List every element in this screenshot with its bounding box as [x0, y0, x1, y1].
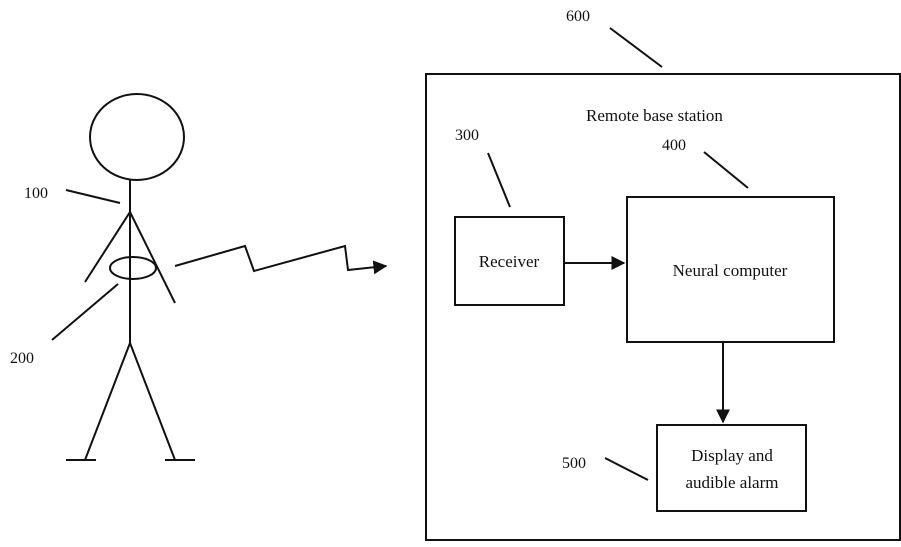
- receiver-box: [454, 216, 565, 306]
- display-alarm-label-line1: Display and: [691, 446, 773, 465]
- sensor-belt: [109, 256, 157, 280]
- leader-500: [604, 457, 649, 481]
- leader-400: [703, 151, 749, 189]
- leader-200: [51, 283, 119, 341]
- figure-left-leg: [84, 342, 131, 461]
- leader-100: [65, 189, 121, 204]
- figure-right-arm: [129, 211, 176, 304]
- stick-figure: [66, 93, 195, 461]
- remote-base-station-box: [425, 73, 901, 541]
- ref-600: 600: [566, 8, 590, 25]
- display-alarm-box: [656, 424, 807, 512]
- station-title: Remote base station: [586, 106, 723, 125]
- ref-200: 200: [10, 350, 34, 367]
- ref-100: 100: [24, 185, 48, 202]
- leader-600: [609, 27, 663, 68]
- figure-head: [89, 93, 185, 181]
- ref-400: 400: [662, 137, 686, 154]
- receiver-label: Receiver: [479, 252, 540, 271]
- leader-300: [487, 152, 511, 208]
- wireless-signal: [174, 244, 388, 275]
- neural-computer-label: Neural computer: [673, 261, 788, 280]
- display-alarm-label-line2: audible alarm: [686, 473, 779, 492]
- ref-500: 500: [562, 455, 586, 472]
- figure-left-arm: [84, 211, 131, 283]
- ref-300: 300: [455, 127, 479, 144]
- figure-right-leg: [129, 342, 176, 461]
- neural-computer-box: [626, 196, 835, 343]
